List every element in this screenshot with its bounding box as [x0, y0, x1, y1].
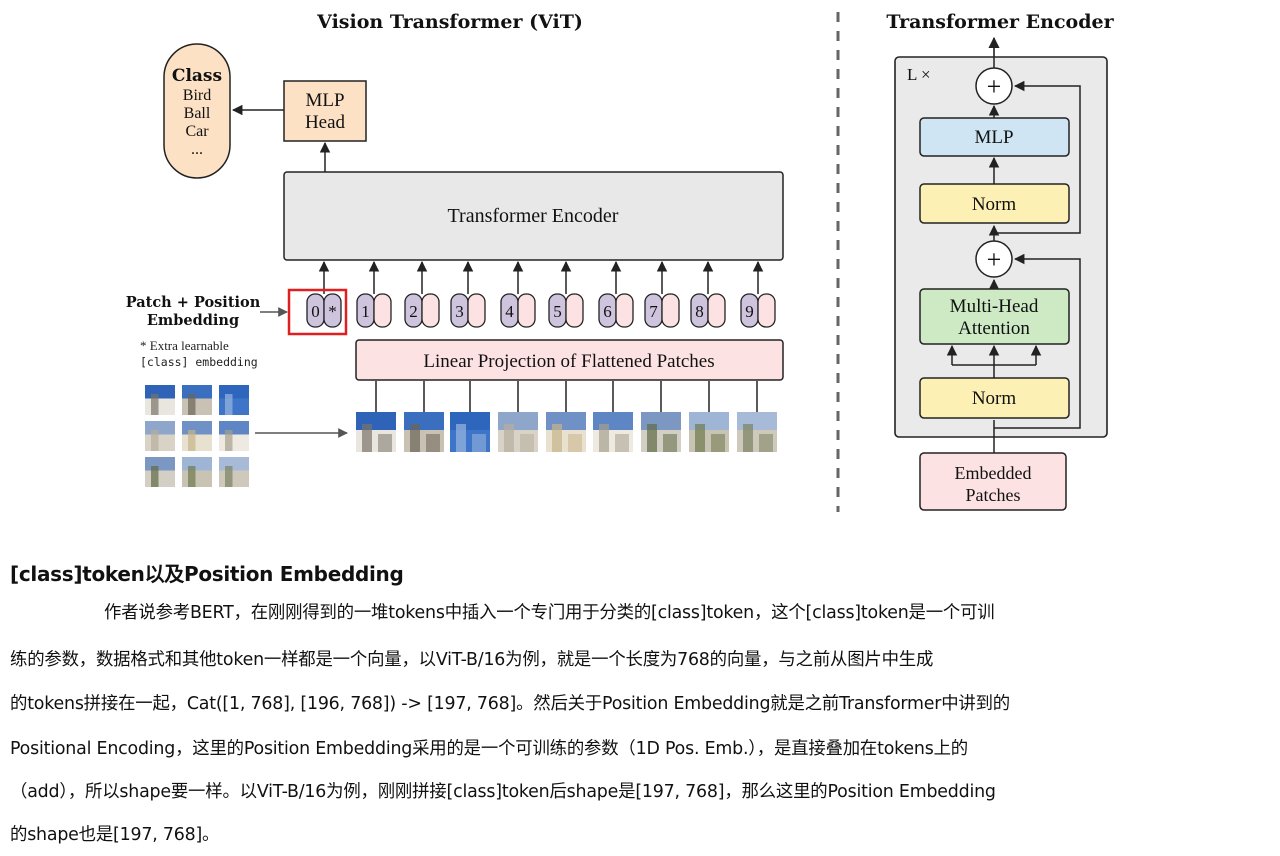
- paragraph-line: 作者说参考BERT，在刚刚得到的一堆tokens中插入一个专门用于分类的[cla…: [104, 603, 995, 623]
- patch-thumbnail: [450, 412, 490, 452]
- token-index: 6: [603, 302, 612, 321]
- patch-thumbnail: [737, 412, 777, 452]
- class-heading: Class: [172, 66, 222, 86]
- patch-embedding-pill: [323, 293, 342, 328]
- patch-row: [356, 381, 777, 452]
- patch-thumbnail: [356, 412, 396, 452]
- patch-token: 1: [356, 260, 392, 328]
- image-patch: [182, 457, 212, 487]
- mlp-label: MLP: [974, 127, 1013, 148]
- token-index: 2: [409, 302, 418, 321]
- paragraph-line: Positional Encoding，这里的Position Embeddin…: [10, 739, 968, 759]
- paragraph-line: 练的参数，数据格式和其他token一样都是一个向量，以ViT-B/16为例，就是…: [10, 650, 934, 670]
- patch-embedding-pill: [661, 293, 680, 328]
- plus-sign: +: [987, 245, 1002, 274]
- patch-embedding-pill: [421, 293, 440, 328]
- image-patch: [219, 457, 249, 487]
- token-index: 4: [505, 302, 514, 321]
- norm-label: Norm: [972, 388, 1017, 409]
- class-token: 0*: [306, 260, 342, 328]
- section-heading: [class]token以及Position Embedding: [10, 562, 404, 586]
- token-index: 0: [311, 302, 320, 321]
- token-index: 1: [361, 302, 370, 321]
- patch-embedding-pill: [615, 293, 634, 328]
- class-item: Ball: [184, 105, 211, 122]
- extra-note: [class] embedding: [140, 355, 258, 369]
- image-patch: [145, 385, 175, 415]
- image-patch: [145, 421, 175, 451]
- patch-thumbnail: [546, 412, 586, 452]
- patch-token: 7: [644, 260, 680, 328]
- patch-embedding-pill: [757, 293, 776, 328]
- paragraph-line: （add），所以shape要一样。以ViT-B/16为例，刚刚拼接[class]…: [10, 782, 996, 802]
- patch-position-label: Embedding: [147, 312, 239, 329]
- class-token-mark: *: [328, 302, 337, 321]
- image-patch: [182, 385, 212, 415]
- image-patch: [219, 421, 249, 451]
- paragraph-line: 的tokens拼接在一起，Cat([1, 768], [196, 768]) -…: [10, 694, 1010, 714]
- token-index: 3: [455, 302, 464, 321]
- linear-projection-label: Linear Projection of Flattened Patches: [423, 351, 714, 372]
- linear-projection-box: Linear Projection of Flattened Patches: [355, 339, 784, 381]
- multi-head-attention-block: Multi-Head Attention: [919, 288, 1070, 345]
- extra-note: * Extra learnable: [140, 338, 229, 353]
- patch-embedding-pill: [467, 293, 486, 328]
- token-index: 7: [649, 302, 658, 321]
- embedded-patches-label: Patches: [966, 485, 1021, 505]
- patch-thumbnail: [498, 412, 538, 452]
- paragraph-line: 的shape也是[197, 768]。: [10, 825, 220, 845]
- token-index: 5: [553, 302, 562, 321]
- embedded-patches-label: Embedded: [955, 463, 1032, 483]
- class-item: Car: [185, 123, 209, 140]
- patch-embedding-pill: [373, 293, 392, 328]
- encoder-detail-title: Transformer Encoder: [886, 11, 1114, 33]
- norm-block-top: Norm: [919, 183, 1070, 224]
- patch-thumbnail: [593, 412, 633, 452]
- residual-add-middle: +: [975, 240, 1013, 278]
- input-image-grid: [145, 385, 249, 487]
- transformer-encoder-box: Transformer Encoder: [283, 171, 784, 261]
- mlp-head-label: MLP: [305, 90, 344, 111]
- patch-token: 8: [690, 260, 726, 328]
- image-patch: [145, 457, 175, 487]
- class-item: Bird: [183, 87, 211, 104]
- vit-title: Vision Transformer (ViT): [316, 11, 583, 33]
- patch-token: 2: [404, 260, 440, 328]
- vit-architecture-diagram: Vision Transformer (ViT) Class Bird Ball…: [126, 11, 1115, 512]
- patch-token: 5: [548, 260, 584, 328]
- mlp-head-label: Head: [305, 112, 346, 133]
- class-item: ...: [191, 141, 203, 158]
- token-index: 9: [745, 302, 754, 321]
- class-output-box: Class Bird Ball Car ...: [163, 43, 231, 179]
- patch-token: 6: [598, 260, 634, 328]
- residual-skip-top: [994, 80, 1081, 234]
- image-patch: [219, 385, 249, 415]
- attention-label: Multi-Head: [950, 296, 1039, 317]
- residual-skip-bottom: [994, 253, 1081, 429]
- norm-label: Norm: [972, 194, 1017, 215]
- mlp-block: MLP: [919, 117, 1070, 157]
- class-token-highlight: [287, 288, 348, 336]
- patch-token: 9: [740, 260, 776, 328]
- plus-sign: +: [987, 72, 1002, 101]
- patch-thumbnail: [641, 412, 681, 452]
- attention-label: Attention: [958, 318, 1030, 339]
- patch-position-label: Patch + Position: [126, 294, 261, 311]
- repeat-label: L ×: [907, 65, 931, 84]
- image-patch: [182, 421, 212, 451]
- patch-thumbnail: [689, 412, 729, 452]
- token-index: 8: [695, 302, 704, 321]
- residual-add-top: +: [975, 67, 1013, 105]
- norm-block-bottom: Norm: [919, 377, 1070, 419]
- mlp-head-box: MLP Head: [283, 80, 367, 142]
- patch-token: 3: [450, 260, 486, 328]
- patch-token: 4: [500, 260, 536, 328]
- patch-thumbnail: [404, 412, 444, 452]
- patch-embedding-pill: [517, 293, 536, 328]
- embedded-patches-block: Embedded Patches: [919, 452, 1067, 511]
- transformer-encoder-label: Transformer Encoder: [448, 205, 619, 227]
- patch-embedding-pill: [707, 293, 726, 328]
- patch-embedding-pill: [565, 293, 584, 328]
